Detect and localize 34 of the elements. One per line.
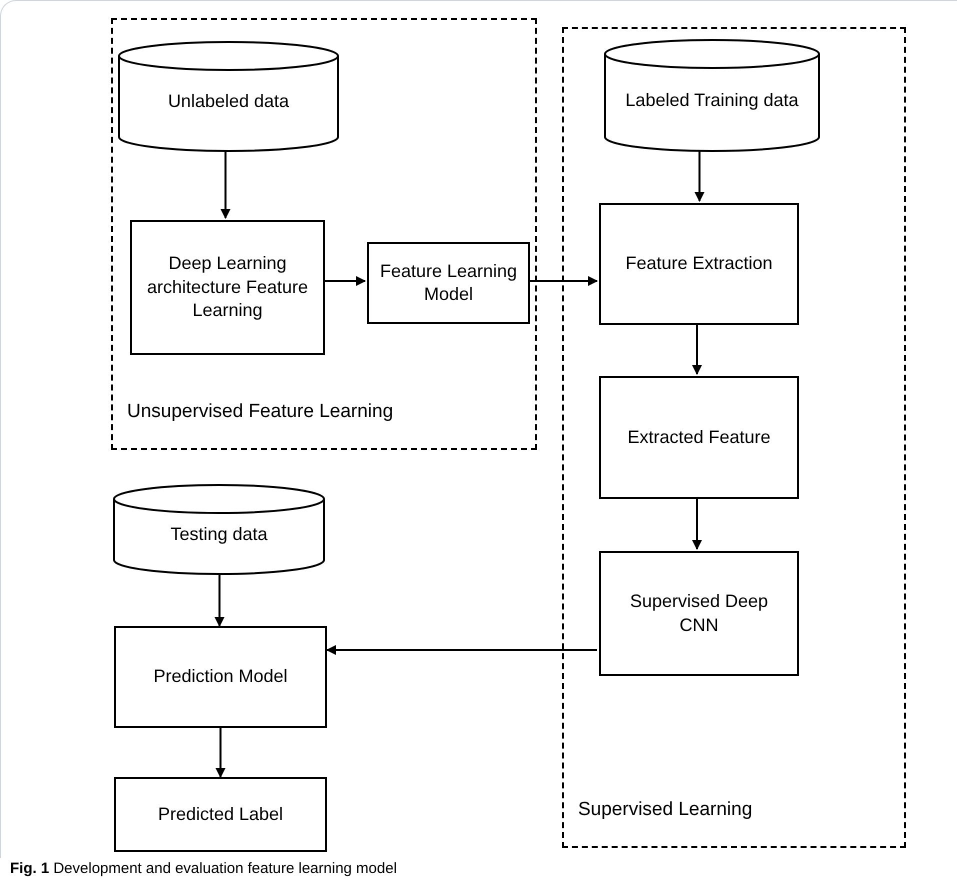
- database-cylinder: [604, 39, 820, 152]
- node-label: Feature Learning Model: [378, 260, 518, 306]
- process-box: [114, 626, 327, 728]
- process-box: [130, 220, 325, 355]
- node-label: Deep Learning architecture Feature Learning: [146, 252, 310, 322]
- process-box: [599, 551, 799, 676]
- node-label: Predicted Label: [158, 802, 284, 826]
- node-label: Feature Extraction: [625, 252, 773, 276]
- node-label: Unlabeled data: [168, 90, 290, 113]
- process-box: [114, 777, 327, 852]
- database-cylinder: [118, 41, 339, 152]
- figure-caption: Fig. 1 Development and evaluation feature learning model: [10, 859, 397, 879]
- arrow: [220, 150, 230, 219]
- dashed-group-frame: [111, 18, 537, 450]
- arrow: [694, 150, 704, 202]
- node-label: Testing data: [170, 522, 268, 546]
- process-box: [367, 242, 530, 324]
- node-label: Labeled Training data: [625, 88, 799, 112]
- dashed-group-frame: [562, 27, 906, 848]
- arrow: [528, 276, 598, 286]
- arrow: [323, 276, 366, 286]
- node-label: Prediction Model: [153, 665, 288, 688]
- arrow: [214, 575, 224, 627]
- arrow: [216, 728, 226, 778]
- process-box: [599, 376, 799, 499]
- arrow: [326, 645, 597, 655]
- database-cylinder: [113, 484, 325, 575]
- arrow: [692, 497, 702, 550]
- group-label: Supervised Learning: [578, 798, 752, 822]
- node-label: Supervised Deep CNN: [628, 590, 770, 636]
- group-label: Unsupervised Feature Learning: [127, 400, 394, 424]
- node-label: Extracted Feature: [627, 426, 771, 449]
- arrow: [692, 323, 702, 375]
- process-box: [599, 203, 799, 325]
